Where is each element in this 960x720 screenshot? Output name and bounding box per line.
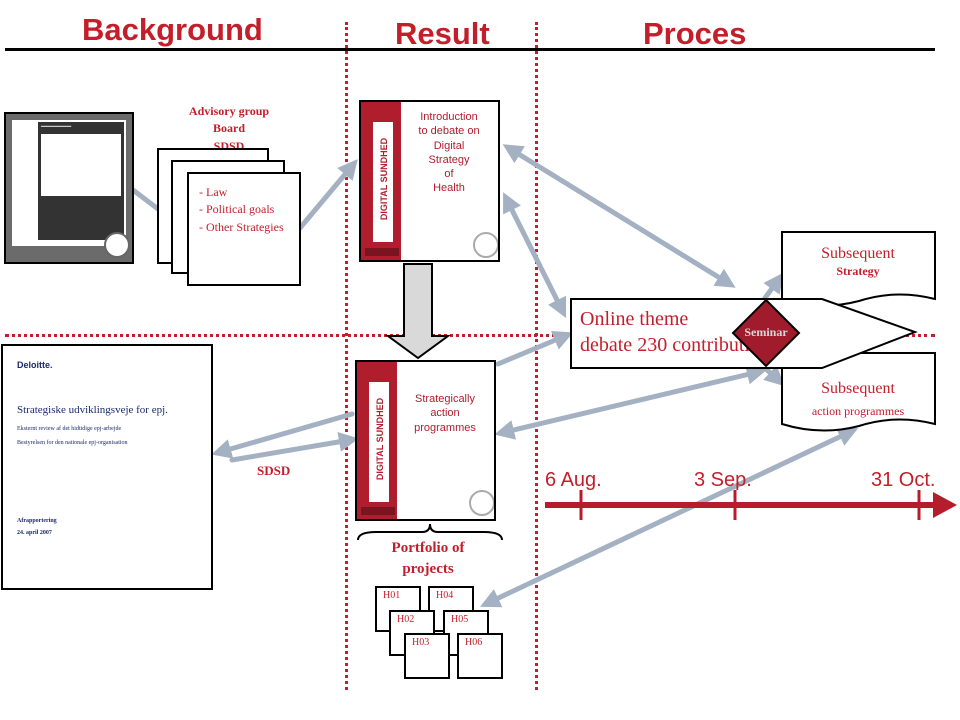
deloitte-report: Deloitte. Strategiske udviklingsveje for… (1, 344, 213, 590)
book-intro-text: Introduction to debate on Digital Strate… (401, 110, 497, 196)
portfolio-line1: Portfolio of (391, 540, 465, 556)
booklet-inner: ━━━━━━━━━━ (12, 120, 130, 258)
booklet-lines (41, 134, 121, 197)
book-circle (473, 232, 498, 258)
subsequent-action-line2: action programmes (811, 403, 905, 418)
subsequent-action-text: Subsequent action programmes (781, 376, 935, 421)
booklet-circle (104, 232, 130, 258)
deloitte-report-label: Afrapportering (17, 518, 57, 524)
book-footer-bar (365, 248, 399, 256)
divider-right (535, 22, 538, 690)
online-debate-line2: debate 230 contributions (580, 334, 778, 356)
arrow-down-books (384, 263, 452, 360)
portfolio-line2: projects (402, 561, 454, 577)
arrow-online-action (762, 365, 785, 387)
arrow-book-online (503, 192, 567, 319)
book-intro-line2: to debate on (418, 125, 480, 138)
book-spine-text-bottom: DIGITAL SUNDHED (375, 397, 385, 481)
header-proces: Proces (643, 16, 747, 51)
timeline (545, 490, 957, 520)
strategy-booklet: ━━━━━━━━━━ (4, 112, 134, 264)
divider-left (345, 22, 348, 690)
sdsd-label: SDSD (257, 463, 291, 478)
online-debate-line1: Online theme (580, 308, 689, 330)
divider-horizontal (5, 334, 935, 337)
subsequent-strategy-text: Subsequent Strategy (781, 244, 935, 279)
project-h03: H03 (404, 633, 450, 679)
booklet-heading: ━━━━━━━━━━ (41, 124, 72, 130)
book-spine-text: DIGITAL SUNDHED (379, 137, 389, 221)
timeline-date-aug: 6 Aug. (545, 469, 602, 491)
timeline-date-sep: 3 Sep. (694, 469, 752, 491)
subsequent-strategy-line2: Strategy (836, 264, 880, 278)
project-h06: H06 (457, 633, 503, 679)
advisory-line1: Advisory group (188, 104, 270, 118)
seminar-label: Seminar (744, 325, 788, 339)
book-action-line1: Strategically (415, 393, 475, 405)
book-intro-line1: Introduction (420, 111, 478, 123)
stack-item-political-goals: - Political goals (199, 202, 275, 217)
stack-doc-front: - Law - Political goals - Other Strategi… (187, 172, 301, 286)
book-introduction: DIGITAL SUNDHED Introduction to debate o… (359, 100, 500, 262)
arrow-bookbottom-online (495, 331, 574, 367)
subsequent-strategy-line1: Subsequent (821, 245, 895, 262)
arrow-projects-action (480, 427, 859, 608)
header-result: Result (395, 16, 490, 51)
arrow-online-strategy (762, 272, 784, 301)
stack-item-other-strategies: - Other Strategies (199, 219, 284, 234)
book-spine-label-bottom: DIGITAL SUNDHED (369, 382, 389, 502)
seminar-diamond (731, 298, 801, 368)
deloitte-title: Strategiske udviklingsveje for epj. (17, 404, 168, 416)
header-background: Background (82, 12, 263, 47)
subsequent-action-line1: Subsequent (821, 380, 895, 397)
arrow-stack-to-book (297, 159, 358, 231)
deloitte-org: Bestyrelsen for den nationale epj-organi… (17, 440, 128, 446)
booklet-text-bar: ━━━━━━━━━━ (38, 122, 124, 240)
book-action-line3: programmes (414, 421, 476, 434)
book-circle-bottom (469, 490, 494, 516)
book-intro-line6: Health (433, 182, 465, 195)
book-action-line2: action (430, 407, 460, 420)
deloitte-logo: Deloitte. (17, 360, 53, 370)
subsequent-action-shape (781, 352, 936, 432)
advisory-label: Advisory group Board SDSD (166, 103, 292, 155)
timeline-date-oct: 31 Oct. (871, 469, 936, 491)
advisory-line2: Board (212, 121, 245, 136)
book-footer-bar-bottom (361, 507, 395, 515)
arrow-book-seminar (502, 144, 736, 288)
book-spine-label: DIGITAL SUNDHED (373, 122, 393, 242)
book-intro-line3: Digital (433, 139, 465, 152)
book-intro-line4: Strategy (428, 153, 470, 166)
online-debate-text: Online theme debate 230 contributions (580, 306, 840, 358)
arrow-deloitte-bookbottom (229, 431, 359, 463)
arrow-bookbottom-deloitte-top (211, 411, 355, 459)
portfolio-label: Portfolio of projects (360, 538, 496, 580)
deloitte-subtitle: Eksternt review af det hidtidige epj-arb… (17, 426, 122, 432)
deloitte-date: 24. april 2007 (17, 530, 52, 536)
arrow-bookbottom-seminar (494, 364, 767, 440)
stack-item-law: - Law (199, 185, 228, 199)
top-divider-line (5, 48, 935, 51)
book-action-text: Strategically action programmes (397, 392, 493, 435)
book-intro-line5: of (444, 168, 454, 181)
portfolio-brace (357, 523, 503, 541)
book-action-programmes: DIGITAL SUNDHED Strategically action pro… (355, 360, 496, 521)
